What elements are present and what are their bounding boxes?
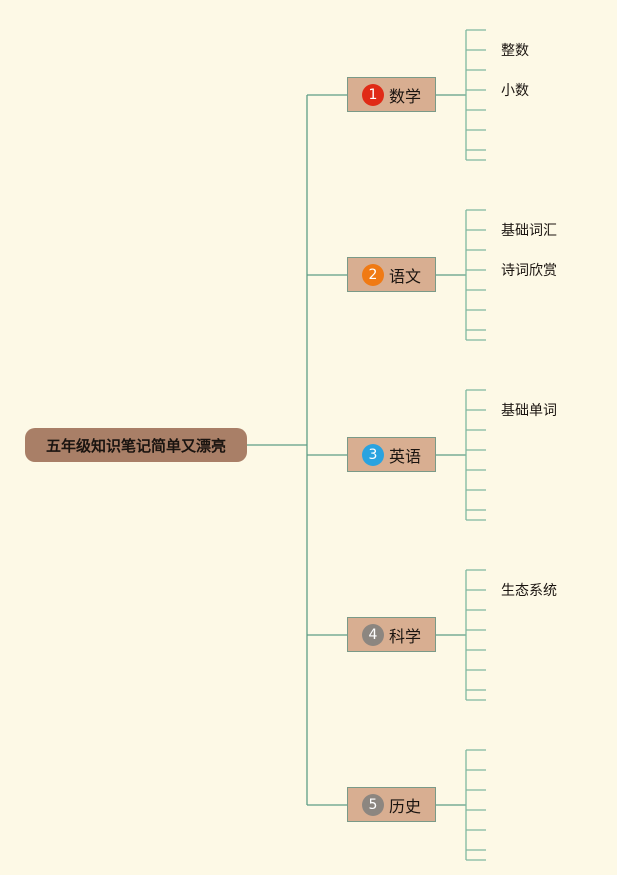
number-badge-icon: 2 [362, 263, 384, 286]
number-badge-icon: 3 [362, 443, 384, 466]
root-node[interactable]: 五年级知识笔记简单又漂亮 [25, 428, 247, 462]
number-badge-icon: 1 [362, 83, 384, 106]
number-badge-icon: 4 [362, 623, 384, 646]
branch-label: 历史 [389, 796, 422, 816]
leaf-node-label[interactable]: 小数 [501, 83, 529, 99]
branch-label: 科学 [389, 626, 422, 646]
branch-label: 数学 [389, 86, 422, 106]
leaf-node-label[interactable]: 诗词欣赏 [501, 263, 557, 279]
branch-node-history[interactable]: 5 历史 [347, 787, 436, 822]
branch-node-science[interactable]: 4 科学 [347, 617, 436, 652]
leaf-node-label[interactable]: 生态系统 [501, 583, 557, 599]
number-badge-icon: 5 [362, 793, 384, 816]
branch-node-chinese[interactable]: 2 语文 [347, 257, 436, 292]
branch-node-english[interactable]: 3 英语 [347, 437, 436, 472]
branch-label: 英语 [389, 446, 422, 466]
branch-label: 语文 [389, 266, 422, 286]
root-node-label: 五年级知识笔记简单又漂亮 [45, 436, 226, 455]
leaf-node-label[interactable]: 整数 [501, 43, 529, 59]
leaf-node-label[interactable]: 基础词汇 [501, 223, 557, 239]
leaf-node-label[interactable]: 基础单词 [501, 403, 557, 419]
branch-node-math[interactable]: 1 数学 [347, 77, 436, 112]
